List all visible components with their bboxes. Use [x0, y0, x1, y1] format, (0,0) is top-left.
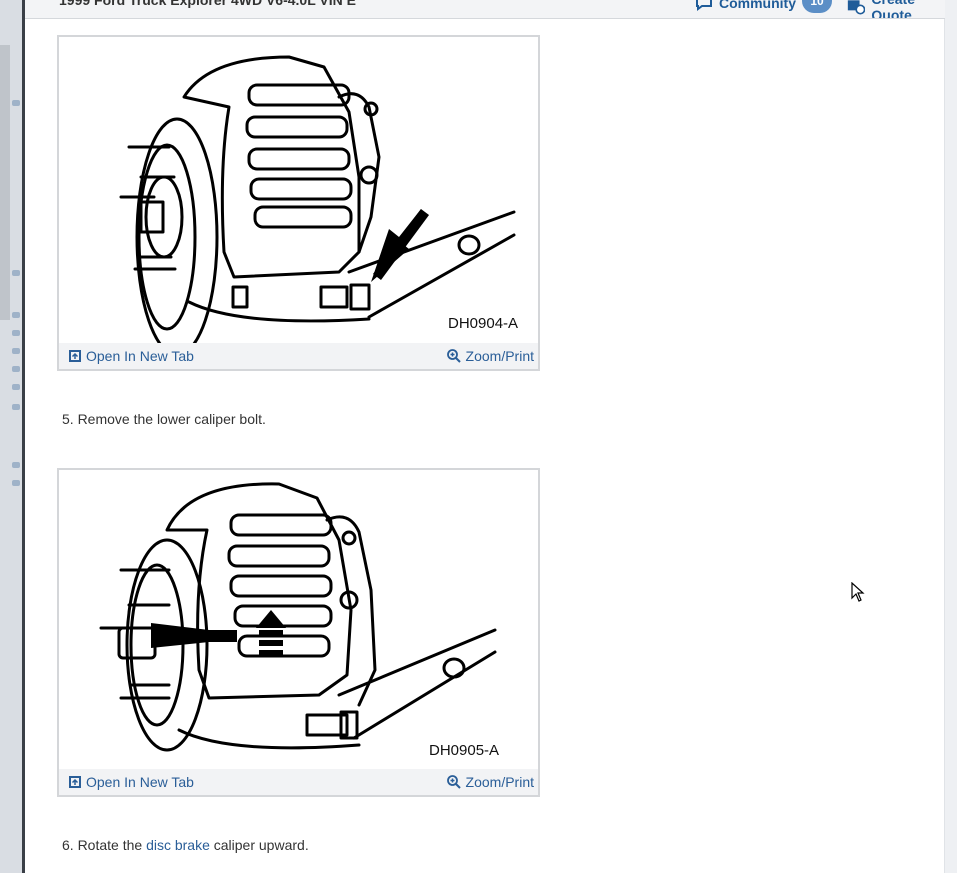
- step-6-before: 6. Rotate the: [62, 837, 147, 853]
- gutter-mark: [12, 366, 20, 372]
- figure-code: DH0904-A: [448, 315, 519, 332]
- gutter-mark: [12, 480, 20, 486]
- brake-caliper-rotate-diagram: [99, 482, 497, 752]
- figure-code: DH0905-A: [429, 742, 500, 759]
- open-new-tab-icon: [69, 776, 81, 788]
- open-new-tab-icon: [69, 350, 81, 362]
- community-count-badge: 10: [802, 0, 832, 13]
- community-button[interactable]: Community 10: [695, 0, 832, 15]
- zoom-print-label: Zoom/Print: [465, 774, 534, 790]
- gutter-mark: [12, 270, 20, 276]
- open-in-new-tab-label: Open In New Tab: [86, 774, 194, 790]
- zoom-print-button[interactable]: Zoom/Print: [446, 348, 534, 364]
- open-in-new-tab-button[interactable]: Open In New Tab: [69, 348, 194, 364]
- zoom-icon: [446, 775, 461, 789]
- community-label: Community: [719, 0, 796, 11]
- vehicle-title: 1999 Ford Truck Explorer 4WD V6-4.0L VIN…: [59, 0, 356, 8]
- gutter-mark: [12, 330, 20, 336]
- gutter-mark: [12, 462, 20, 468]
- top-header: 1999 Ford Truck Explorer 4WD V6-4.0L VIN…: [25, 0, 945, 19]
- zoom-print-button[interactable]: Zoom/Print: [446, 774, 534, 790]
- step-6-text: 6. Rotate the disc brake caliper upward.: [62, 837, 309, 853]
- step-6-after: caliper upward.: [209, 837, 309, 853]
- gutter-mark: [12, 312, 20, 318]
- left-gutter: [0, 0, 25, 873]
- open-in-new-tab-button[interactable]: Open In New Tab: [69, 774, 194, 790]
- figure-dh0904: DH0904-A Open In New Tab Zoom/Print: [57, 35, 540, 371]
- quote-icon: [847, 0, 866, 15]
- figure-toolbar: Open In New Tab Zoom/Print: [59, 343, 538, 369]
- figure-toolbar: Open In New Tab Zoom/Print: [59, 769, 538, 795]
- brake-caliper-diagram: [119, 55, 516, 343]
- figure-dh0905: DH0905-A Open In New Tab Zoom/Print: [57, 468, 540, 797]
- disc-brake-link[interactable]: disc brake: [146, 837, 210, 853]
- create-quote-label: Create Quote: [871, 0, 915, 19]
- step-5-text: 5. Remove the lower caliper bolt.: [62, 411, 266, 427]
- create-quote-button[interactable]: Create Quote: [847, 0, 945, 19]
- zoom-print-label: Zoom/Print: [465, 348, 534, 364]
- open-in-new-tab-label: Open In New Tab: [86, 348, 194, 364]
- left-scrollbar-thumb[interactable]: [0, 45, 10, 320]
- right-rail: [944, 0, 957, 873]
- gutter-mark: [12, 404, 20, 410]
- chat-icon: [696, 0, 712, 11]
- mouse-cursor-icon: [851, 582, 865, 602]
- zoom-icon: [446, 349, 461, 363]
- gutter-mark: [12, 384, 20, 390]
- gutter-mark: [12, 100, 20, 106]
- gutter-mark: [12, 348, 20, 354]
